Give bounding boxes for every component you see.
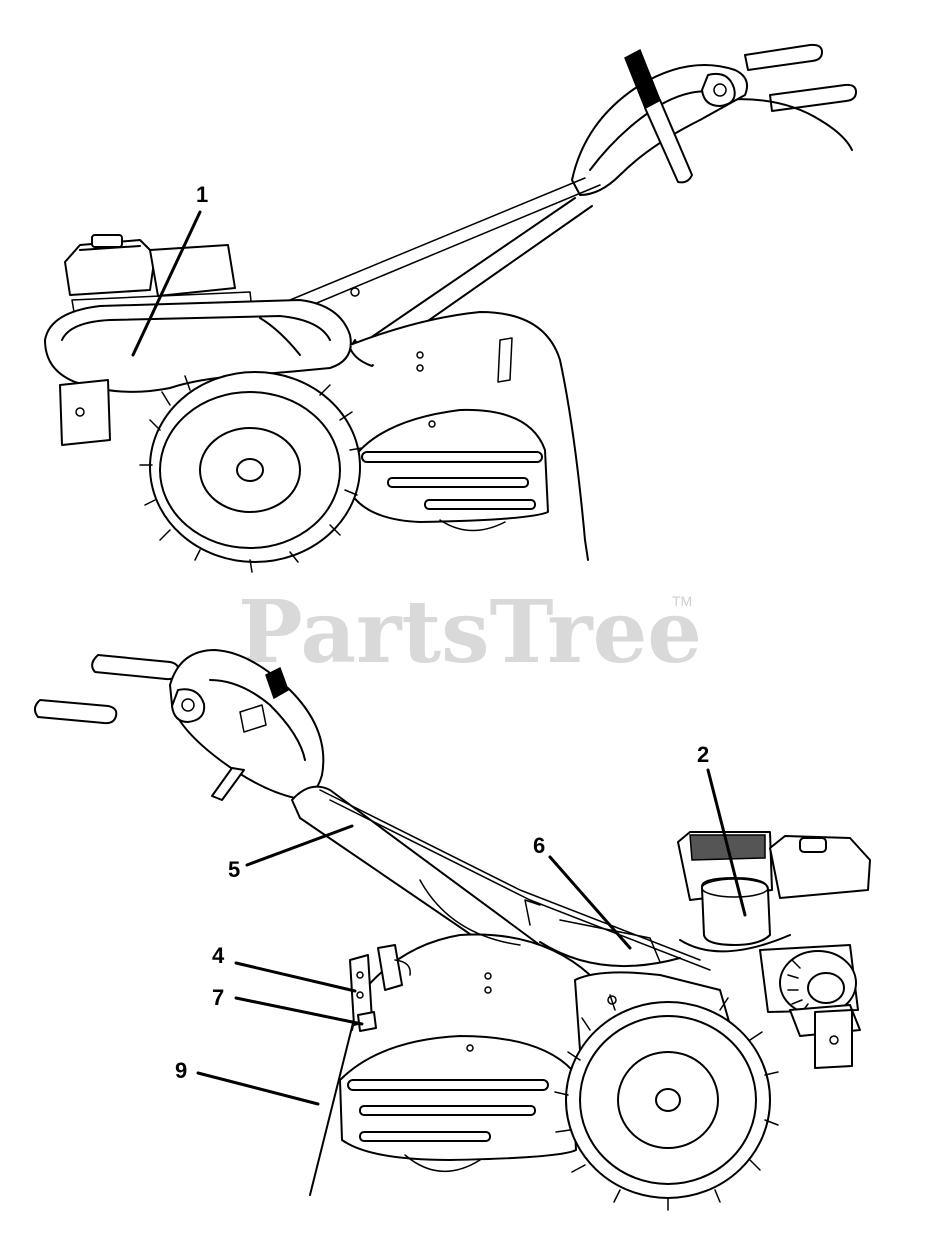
tine-hood-bottom xyxy=(309,933,613,1196)
wheel-top xyxy=(139,371,363,573)
handle-assembly-bottom xyxy=(34,649,325,801)
callout-6: 6 xyxy=(533,833,632,950)
callout-1: 1 xyxy=(131,182,208,357)
handle-assembly-top xyxy=(571,43,857,196)
callout-2: 2 xyxy=(697,742,747,917)
callout-7: 7 xyxy=(212,985,364,1026)
tine-hood-top xyxy=(349,311,589,561)
callout-label-9: 9 xyxy=(175,1058,187,1083)
callout-label-6: 6 xyxy=(533,833,545,858)
callout-label-2: 2 xyxy=(697,742,709,767)
tiller-left-view xyxy=(44,43,857,573)
watermark-trademark: TM xyxy=(672,593,692,609)
watermark: PartsTree TM xyxy=(238,582,702,683)
wheel-bottom xyxy=(554,971,779,1211)
watermark-text: PartsTree xyxy=(238,582,702,683)
fender-item-1 xyxy=(44,299,352,393)
callout-label-4: 4 xyxy=(212,943,225,968)
callout-9: 9 xyxy=(175,1058,320,1106)
callout-4: 4 xyxy=(212,943,357,993)
callout-5: 5 xyxy=(228,824,354,882)
callout-label-1: 1 xyxy=(196,182,208,207)
callout-label-5: 5 xyxy=(228,857,240,882)
callout-label-7: 7 xyxy=(212,985,224,1010)
tiller-right-view xyxy=(34,649,871,1211)
engine-bottom xyxy=(539,831,871,1069)
